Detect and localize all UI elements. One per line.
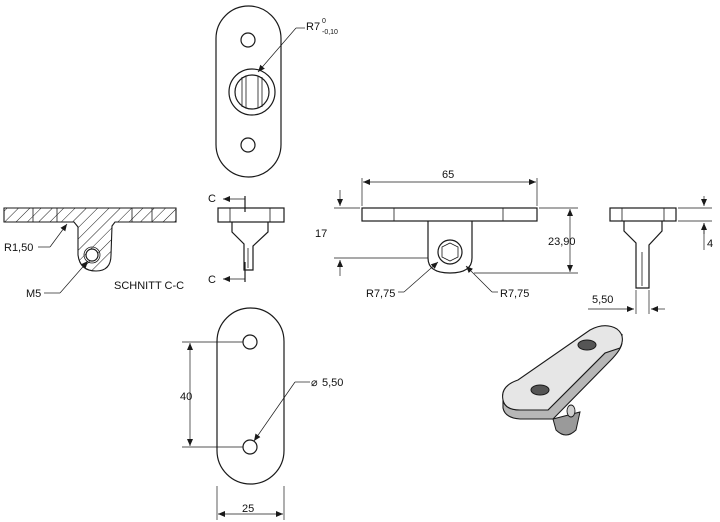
radius-top-label: R7 — [306, 21, 320, 33]
fillet-r150-label: R1,50 — [4, 242, 33, 254]
height-2390-label: 23,90 — [548, 236, 576, 248]
section-cc-view — [3, 207, 177, 294]
width-25-label: 25 — [242, 503, 254, 515]
section-marker-top: C — [208, 193, 216, 205]
width-65-label: 65 — [442, 169, 454, 181]
radius-top-tol-upper: 0 — [322, 18, 326, 25]
height-17-label: 17 — [315, 228, 327, 240]
isometric-view — [502, 325, 623, 436]
spacing-40-label: 40 — [180, 391, 192, 403]
front-view — [334, 178, 578, 293]
diameter-symbol: ⌀ — [311, 377, 318, 389]
width-550-label: 5,50 — [592, 294, 613, 306]
section-title: SCHNITT C-C — [114, 280, 184, 292]
hole-dia-label: 5,50 — [322, 377, 343, 389]
radius-775-right-label: R7,75 — [500, 288, 529, 300]
thread-m5-label: M5 — [26, 288, 41, 300]
radius-775-left-label: R7,75 — [366, 288, 395, 300]
radius-top-tol-lower: -0,10 — [322, 29, 338, 36]
right-side-view — [588, 196, 712, 314]
depth-4-label: 4 — [707, 238, 713, 250]
section-marker-bottom: C — [208, 274, 216, 286]
bottom-view-plate — [182, 307, 310, 520]
top-view-plate — [215, 5, 305, 178]
side-view-section-markers — [217, 196, 285, 282]
